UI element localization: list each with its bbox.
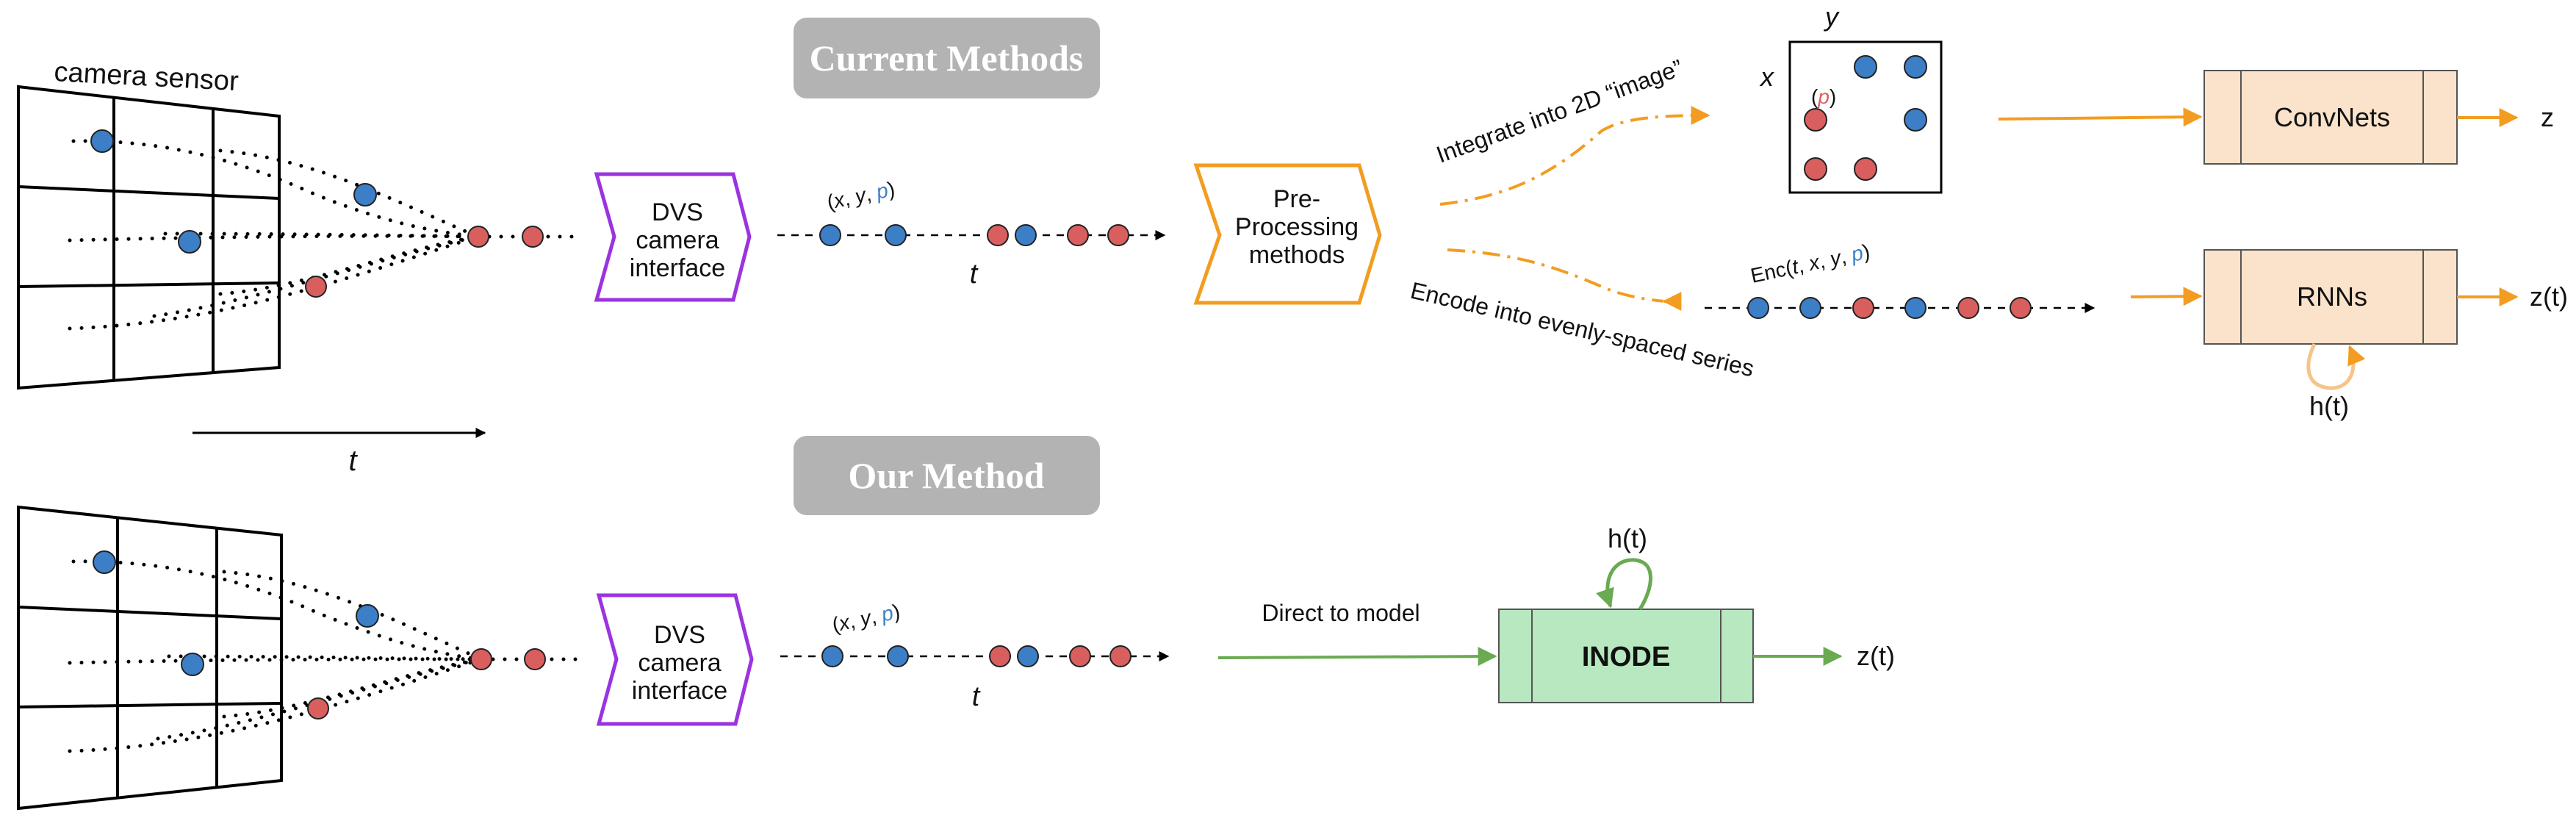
stream-dot-blue	[887, 645, 909, 667]
series-dot-red	[2010, 297, 2032, 319]
stream-dot-red	[989, 645, 1011, 667]
dvs-label-line1: DVS	[652, 198, 703, 226]
encode-label: Encode into evenly-spaced series	[1408, 277, 1756, 382]
stream-dot-blue	[1017, 645, 1039, 667]
event-dot-red	[305, 276, 327, 298]
polarity-label: (p)	[1811, 85, 1836, 108]
series-dot-blue	[1799, 297, 1821, 319]
convnets-block: ConvNets	[2203, 70, 2458, 165]
stream-time-label: t	[972, 681, 981, 712]
stream-dot-blue	[821, 645, 843, 667]
our-method-header: Our Method	[794, 436, 1100, 515]
encoded-label: Enc(t, x, y, p)	[1749, 240, 1872, 287]
dvs-label-line2: camera	[636, 226, 719, 254]
pixel-dot-blue	[1854, 55, 1877, 79]
dvs-label-line3: interface	[630, 254, 725, 282]
rnns-hidden-label: h(t)	[2309, 391, 2349, 421]
stream-dot-red	[1109, 645, 1132, 667]
preprocessing-block: Pre- Processing methods	[1193, 163, 1382, 305]
pixel-dot-red	[1804, 157, 1827, 181]
encode-branch-arrow	[1447, 248, 1682, 311]
integrate-label: Integrate into 2D “image”	[1433, 54, 1686, 168]
our-method-title: Our Method	[848, 455, 1044, 496]
dvs-interface-top: DVS camera interface	[594, 172, 752, 302]
inode-input-arrow	[1217, 647, 1497, 667]
event-dot-red	[307, 697, 329, 719]
series-dot-blue	[1747, 297, 1769, 319]
current-methods-header: Current Methods	[794, 18, 1100, 98]
pixel-dot-red	[1804, 108, 1827, 132]
preprocessing-line2: Processing	[1235, 213, 1359, 241]
stream-time-label: t	[970, 259, 979, 290]
preprocessing-line1: Pre-	[1273, 185, 1320, 213]
image-y-label: y	[1823, 1, 1840, 32]
encoded-series: Enc(t, x, y, p)	[1705, 240, 2095, 319]
pixel-dot-red	[1854, 157, 1877, 181]
inode-hidden-label: h(t)	[1608, 523, 1647, 553]
event-dot-blue	[178, 230, 201, 254]
event-dot-blue	[353, 183, 377, 207]
inode-label: INODE	[1582, 642, 1670, 672]
inode-block: INODE	[1498, 609, 1754, 703]
event-dot-red	[524, 648, 546, 670]
convnets-input-arrow	[1998, 107, 2203, 127]
stream-dot-blue	[1015, 224, 1037, 246]
dvs-interface-bottom: DVS camera interface	[596, 593, 754, 726]
series-dot-blue	[1904, 297, 1926, 319]
preprocessing-line3: methods	[1249, 241, 1345, 269]
stream-dot-red	[1069, 645, 1091, 667]
event-stream-top: (x, y, p) t	[777, 177, 1166, 290]
series-dot-red	[1957, 297, 1979, 319]
event-stream-bottom: (x, y, p) t	[780, 600, 1170, 712]
stream-dot-red	[1067, 224, 1089, 246]
event-dot-blue	[90, 129, 114, 153]
camera-sensor-label: camera sensor	[54, 57, 240, 97]
event-dot-red	[522, 226, 544, 248]
inode-output: z(t)	[1857, 641, 1895, 671]
pixel-dot-blue	[1904, 108, 1927, 132]
event-dot-red	[467, 226, 489, 248]
stream-dot-blue	[885, 224, 907, 246]
event-dot-blue	[356, 604, 379, 628]
time-axis-label: t	[348, 445, 358, 477]
event-dot-blue	[93, 550, 116, 574]
rnns-output: z(t)	[2530, 281, 2568, 312]
event-tuple-label: (x, y, p)	[825, 177, 897, 214]
series-dot-red	[1852, 297, 1874, 319]
rnns-recurrent-loop	[2306, 342, 2366, 390]
event-dot-blue	[181, 653, 204, 676]
stream-dot-red	[987, 224, 1009, 246]
rnns-block: RNNs	[2203, 249, 2458, 345]
stream-dot-red	[1107, 224, 1129, 246]
stream-dot-blue	[819, 224, 841, 246]
integrated-image: y x (p)	[1759, 1, 1943, 194]
image-x-label: x	[1759, 62, 1775, 92]
inode-hidden-loop	[1596, 558, 1652, 611]
camera-sensor-top	[17, 85, 583, 390]
pixel-dot-blue	[1904, 55, 1927, 79]
integrate-branch-arrow	[1439, 106, 1710, 206]
rnns-label: RNNs	[2297, 281, 2367, 312]
event-tuple-label: (x, y, p)	[830, 600, 902, 636]
dvs-label-line2: camera	[638, 649, 721, 677]
convnets-output: z	[2541, 102, 2554, 132]
rnns-input-arrow	[2130, 287, 2203, 306]
direct-to-model-label: Direct to model	[1262, 600, 1420, 626]
event-dot-red	[470, 648, 492, 670]
dvs-label-line1: DVS	[654, 621, 705, 649]
convnets-label: ConvNets	[2274, 102, 2390, 132]
dvs-label-line3: interface	[632, 677, 727, 705]
camera-sensor-bottom	[17, 505, 586, 811]
current-methods-title: Current Methods	[810, 37, 1084, 79]
